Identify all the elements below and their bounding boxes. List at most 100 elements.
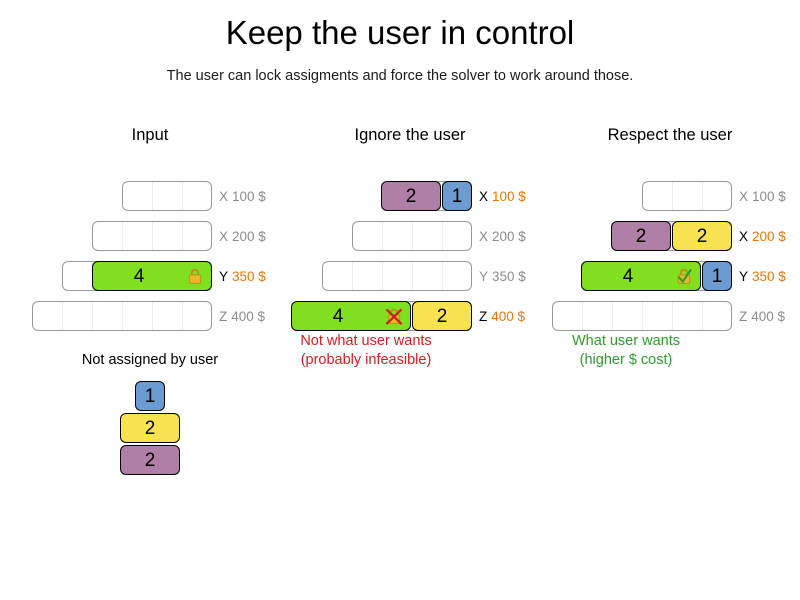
row-label-cost: 100 $ xyxy=(492,188,526,204)
row-label-letter: Y xyxy=(739,268,749,284)
block-value: 4 xyxy=(622,265,634,287)
task-block[interactable]: 2 xyxy=(381,181,441,211)
capacity-cell xyxy=(643,182,673,210)
task-block[interactable]: 4 xyxy=(92,261,212,291)
block-value: 2 xyxy=(436,305,448,327)
task-block[interactable]: 2 xyxy=(412,301,472,331)
pool-title: Not assigned by user xyxy=(81,352,219,368)
row-label-letter: Z xyxy=(479,308,488,324)
pool-row: 2 xyxy=(0,412,300,444)
capacity-cell xyxy=(353,262,383,290)
row-label-letter: X xyxy=(739,188,749,204)
capacity-cell xyxy=(643,302,673,330)
pool-row: 2 xyxy=(0,444,300,476)
column-header: Ignore the user xyxy=(354,126,466,144)
row-label-letter: X xyxy=(739,228,749,244)
capacity-box[interactable] xyxy=(322,261,472,291)
task-block[interactable]: 1 xyxy=(702,261,732,291)
task-block[interactable]: 2 xyxy=(672,221,732,251)
block-value: 4 xyxy=(133,265,145,287)
row-label-letter: Y xyxy=(219,268,229,284)
capacity-cell xyxy=(63,302,93,330)
capacity-cell xyxy=(413,222,443,250)
block-value: 1 xyxy=(711,265,723,287)
task-block[interactable]: 4 xyxy=(581,261,701,291)
capacity-cell xyxy=(583,302,613,330)
block-value: 4 xyxy=(332,305,344,327)
assigned-blocks: 4 xyxy=(92,261,212,291)
block-value: 2 xyxy=(696,225,708,247)
unassigned-pool: 1 2 2 xyxy=(0,380,300,476)
capacity-box[interactable] xyxy=(92,221,212,251)
row-label-cost: 350 $ xyxy=(232,268,266,284)
capacity-box[interactable] xyxy=(642,181,732,211)
lock-ok-icon[interactable] xyxy=(675,267,693,285)
capacity-cell xyxy=(33,302,63,330)
capacity-cell xyxy=(383,222,413,250)
lock-icon[interactable] xyxy=(186,267,204,285)
row-label-letter: X xyxy=(219,188,229,204)
row-label-cost: 400 $ xyxy=(231,308,266,324)
unassigned-block[interactable]: 2 xyxy=(120,413,180,443)
page-subtitle: The user can lock assigments and force t… xyxy=(166,68,634,84)
capacity-box[interactable] xyxy=(122,181,212,211)
row-label-cost: 200 $ xyxy=(752,228,786,244)
block-value: 2 xyxy=(144,417,156,439)
column-header: Respect the user xyxy=(607,126,733,144)
capacity-cell xyxy=(323,262,353,290)
capacity-cell xyxy=(673,182,703,210)
capacity-box[interactable] xyxy=(352,221,472,251)
task-block[interactable]: 4 xyxy=(291,301,411,331)
capacity-cell xyxy=(443,222,473,250)
column-header: Input xyxy=(131,126,169,144)
unassigned-block[interactable]: 2 xyxy=(120,445,180,475)
capacity-cell xyxy=(613,302,643,330)
caption-line-2: (probably infeasible) xyxy=(300,352,432,368)
capacity-box[interactable] xyxy=(552,301,732,331)
unassigned-block[interactable]: 1 xyxy=(135,381,165,411)
task-block[interactable]: 1 xyxy=(442,181,472,211)
row-label-cost: 200 $ xyxy=(492,228,526,244)
pool-row: 1 xyxy=(0,380,300,412)
capacity-box[interactable] xyxy=(32,301,212,331)
task-block[interactable]: 2 xyxy=(611,221,671,251)
capacity-cell xyxy=(123,222,153,250)
caption-line-2: (higher $ cost) xyxy=(579,352,673,368)
capacity-cell xyxy=(153,222,183,250)
block-value: 2 xyxy=(635,225,647,247)
lock-broken-icon[interactable] xyxy=(385,307,403,325)
row-label-cost: 350 $ xyxy=(752,268,786,284)
row-label-cost: 100 $ xyxy=(232,188,266,204)
row-label-cost: 100 $ xyxy=(752,188,786,204)
capacity-cell xyxy=(93,302,123,330)
